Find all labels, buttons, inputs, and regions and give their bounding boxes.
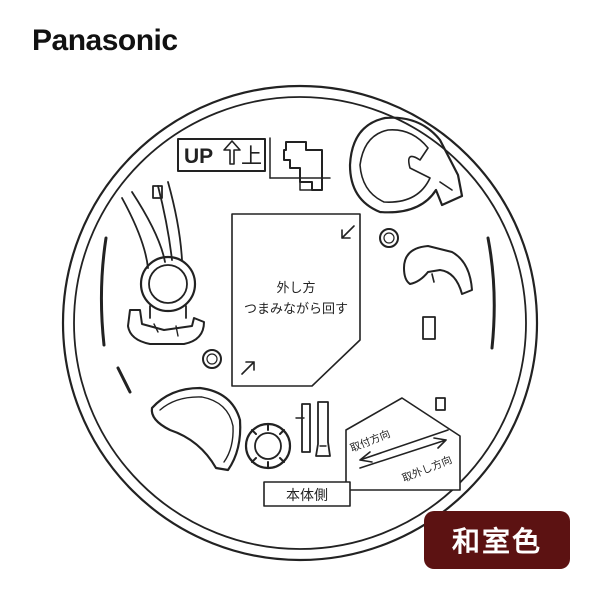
outer-rim — [61, 84, 539, 562]
left-clip — [127, 309, 205, 345]
body-side-box — [263, 481, 351, 507]
instruction-panel — [231, 213, 361, 387]
side-slots — [99, 236, 496, 394]
tab-bottom-right — [435, 397, 446, 411]
screw-hole-top-right — [379, 228, 399, 248]
spring-arm — [121, 181, 183, 269]
screw-hole-left — [202, 349, 222, 369]
hook-latch — [283, 141, 323, 191]
diagonal-arrow-icon-bottom — [241, 361, 255, 375]
panasonic-logo: Panasonic — [32, 24, 178, 57]
removal-instruction: つまみながら回す — [244, 302, 348, 317]
bottom-latch — [301, 401, 331, 457]
color-badge: 和室色 — [424, 511, 570, 569]
cam-bottom-left — [150, 386, 242, 472]
mount-direction-arrow-icon — [359, 429, 449, 463]
spring-arm-ring — [139, 255, 197, 313]
diagonal-arrow-icon-top — [341, 225, 355, 239]
remove-direction-arrow-icon — [359, 437, 447, 469]
tab-right — [422, 316, 436, 340]
inner-rim — [73, 96, 527, 550]
direction-panel: 取付方向 取外し方向 — [345, 397, 461, 491]
cam-top-right — [348, 116, 464, 214]
up-arrow-icon — [223, 140, 241, 165]
right-clip — [403, 245, 473, 295]
up-label-kanji: 上 — [241, 144, 262, 168]
body-side-label: 本体側 — [286, 488, 328, 504]
up-label-box: UP 上 — [177, 138, 266, 172]
up-label-latin: UP — [184, 145, 213, 168]
bottom-knob — [244, 422, 292, 470]
removal-title: 外し方 — [276, 280, 315, 296]
